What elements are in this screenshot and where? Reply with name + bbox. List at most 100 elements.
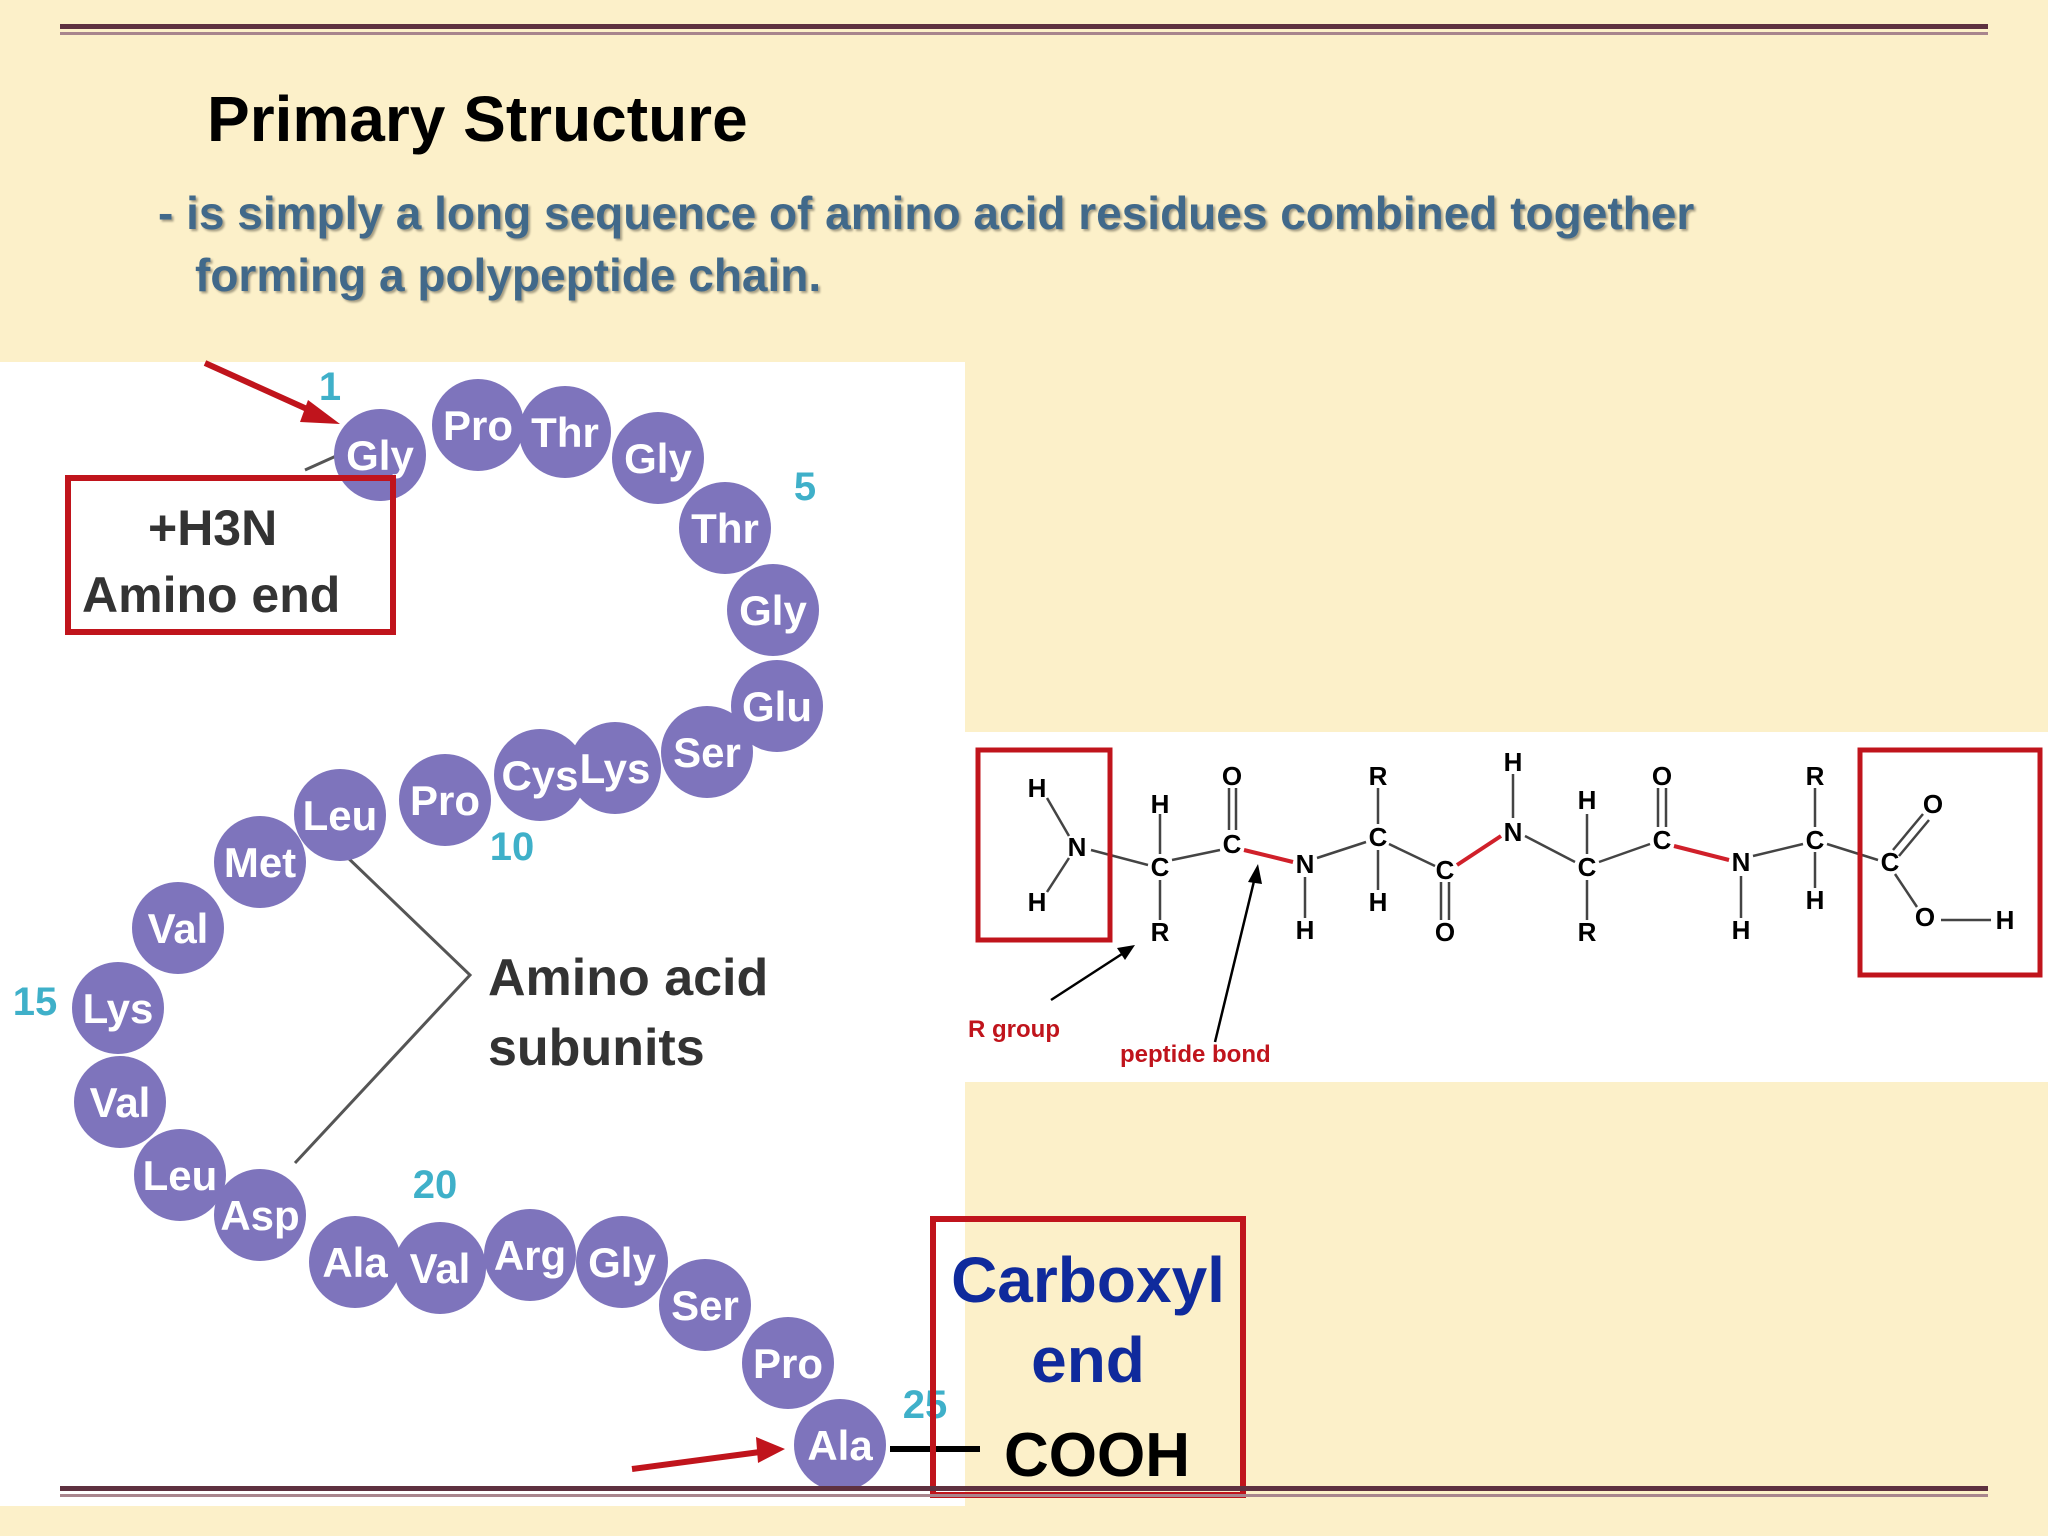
- atom-h-15: H: [1504, 747, 1523, 777]
- residue-6-label: Gly: [739, 587, 807, 634]
- atom-r-19: R: [1578, 917, 1597, 947]
- residue-2-label: Pro: [443, 402, 513, 449]
- atom-c-7: C: [1223, 829, 1242, 859]
- atom-o-14: O: [1435, 917, 1455, 947]
- residue-1-label: Gly: [346, 432, 414, 479]
- atom-c-13: C: [1436, 855, 1455, 885]
- residue-13-circle: [214, 816, 306, 908]
- residue-2-circle: [432, 379, 524, 471]
- covalent-bond-26: [1752, 842, 1804, 858]
- r-group-label: R group: [968, 1016, 1060, 1043]
- residue-6-circle: [727, 564, 819, 656]
- covalent-bond-29: [1826, 842, 1879, 862]
- slide-title: Primary Structure: [207, 83, 748, 155]
- covalent-bond-18: [1524, 834, 1576, 864]
- atom-c-25: C: [1806, 825, 1825, 855]
- residue-12-circle: [294, 769, 386, 861]
- atom-h-17: H: [1578, 785, 1597, 815]
- residue-7-circle: [731, 660, 823, 752]
- covalent-bond-31: [1898, 819, 1930, 857]
- amino-end-arrow: [203, 360, 340, 424]
- peptide-structure-panel: [965, 732, 2048, 1082]
- residue-10-label: Cys: [501, 752, 578, 799]
- residue-17-label: Leu: [143, 1152, 218, 1199]
- peptide-bond-label: peptide bond: [1120, 1041, 1271, 1068]
- residue-9-label: Lys: [580, 745, 651, 792]
- covalent-bond-30: [1892, 813, 1924, 851]
- covalent-bond-21: [1598, 842, 1651, 864]
- residue-3-label: Thr: [531, 409, 599, 456]
- residue-11-circle: [399, 754, 491, 846]
- residue-16-label: Val: [90, 1079, 151, 1126]
- covalent-bond-13: [1388, 842, 1436, 868]
- covalent-bond-32: [1893, 873, 1919, 908]
- residue-15-circle: [72, 962, 164, 1054]
- carboxyl-end-label: Carboxyl end: [951, 1244, 1225, 1396]
- atom-n-16: N: [1504, 817, 1523, 847]
- residue-7-label: Glu: [742, 683, 812, 730]
- slide-subtitle-line1: - is simply a long sequence of amino aci…: [158, 187, 1695, 239]
- residue-25-label: Ala: [807, 1422, 873, 1469]
- residue-12-label: Leu: [303, 792, 378, 839]
- residue-8-circle: [661, 706, 753, 798]
- atom-h-30: H: [1996, 905, 2015, 935]
- residue-15-label: Lys: [83, 985, 154, 1032]
- covalent-bond-1: [1045, 857, 1071, 893]
- residue-14-label: Val: [148, 905, 209, 952]
- atom-h-2: H: [1028, 887, 1047, 917]
- residue-23-label: Ser: [671, 1282, 739, 1329]
- covalent-bond-2: [1090, 848, 1149, 867]
- residue-19-circle: [309, 1216, 401, 1308]
- atom-n-22: N: [1732, 847, 1751, 877]
- position-number-1: 1: [319, 365, 341, 409]
- atom-o-6: O: [1222, 761, 1242, 791]
- atom-c-28: C: [1881, 847, 1900, 877]
- residue-23-circle: [659, 1259, 751, 1351]
- atom-o-20: O: [1652, 761, 1672, 791]
- top-divider: [60, 24, 1988, 35]
- atom-h-12: H: [1369, 887, 1388, 917]
- residue-25-circle: [794, 1399, 886, 1491]
- peptide-bond-16: [1455, 834, 1503, 867]
- atom-c-4: C: [1151, 852, 1170, 882]
- residue-5-circle: [679, 482, 771, 574]
- covalent-bond-5: [1171, 848, 1221, 862]
- position-number-20: 20: [413, 1163, 458, 1207]
- residue-18-label: Asp: [220, 1192, 299, 1239]
- carboxyl-end-highlight-box: Carboxyl end COOH: [930, 1216, 1246, 1498]
- residue-14-circle: [132, 882, 224, 974]
- atom-c-21: C: [1653, 825, 1672, 855]
- position-number-5: 5: [794, 465, 816, 509]
- residue-20-label: Val: [410, 1245, 471, 1292]
- subunits-label-line2: subunits: [488, 1019, 705, 1077]
- residue-11-label: Pro: [410, 777, 480, 824]
- r-group-arrow: [1050, 945, 1135, 1002]
- position-number-15: 15: [13, 980, 58, 1024]
- amino-terminus-text: +H3N: [148, 500, 277, 556]
- carboxyl-end-arrow: [631, 1437, 785, 1472]
- amino-end-highlight-box: [65, 475, 396, 635]
- atom-r-10: R: [1369, 761, 1388, 791]
- position-number-25: 25: [903, 1383, 948, 1427]
- carboxyl-group-highlight-box: [1857, 747, 2043, 978]
- atom-c-11: C: [1369, 822, 1388, 852]
- atom-n-1: N: [1068, 832, 1087, 862]
- atom-n-8: N: [1296, 849, 1315, 879]
- atom-r-5: R: [1151, 917, 1170, 947]
- atom-h-23: H: [1732, 915, 1751, 945]
- atom-h-9: H: [1296, 915, 1315, 945]
- residue-4-circle: [612, 412, 704, 504]
- carboxyl-group-label: COOH: [1004, 1421, 1190, 1490]
- residue-21-circle: [484, 1209, 576, 1301]
- covalent-bond-0: [1045, 797, 1071, 837]
- atom-o-29: O: [1915, 902, 1935, 932]
- residue-9-circle: [569, 722, 661, 814]
- residue-19-label: Ala: [322, 1239, 388, 1286]
- atom-c-18: C: [1578, 852, 1597, 882]
- residue-24-circle: [742, 1317, 834, 1409]
- amine-group-highlight-box: [975, 747, 1113, 943]
- peptide-bond-arrow: [1213, 864, 1262, 1043]
- residue-3-circle: [519, 386, 611, 478]
